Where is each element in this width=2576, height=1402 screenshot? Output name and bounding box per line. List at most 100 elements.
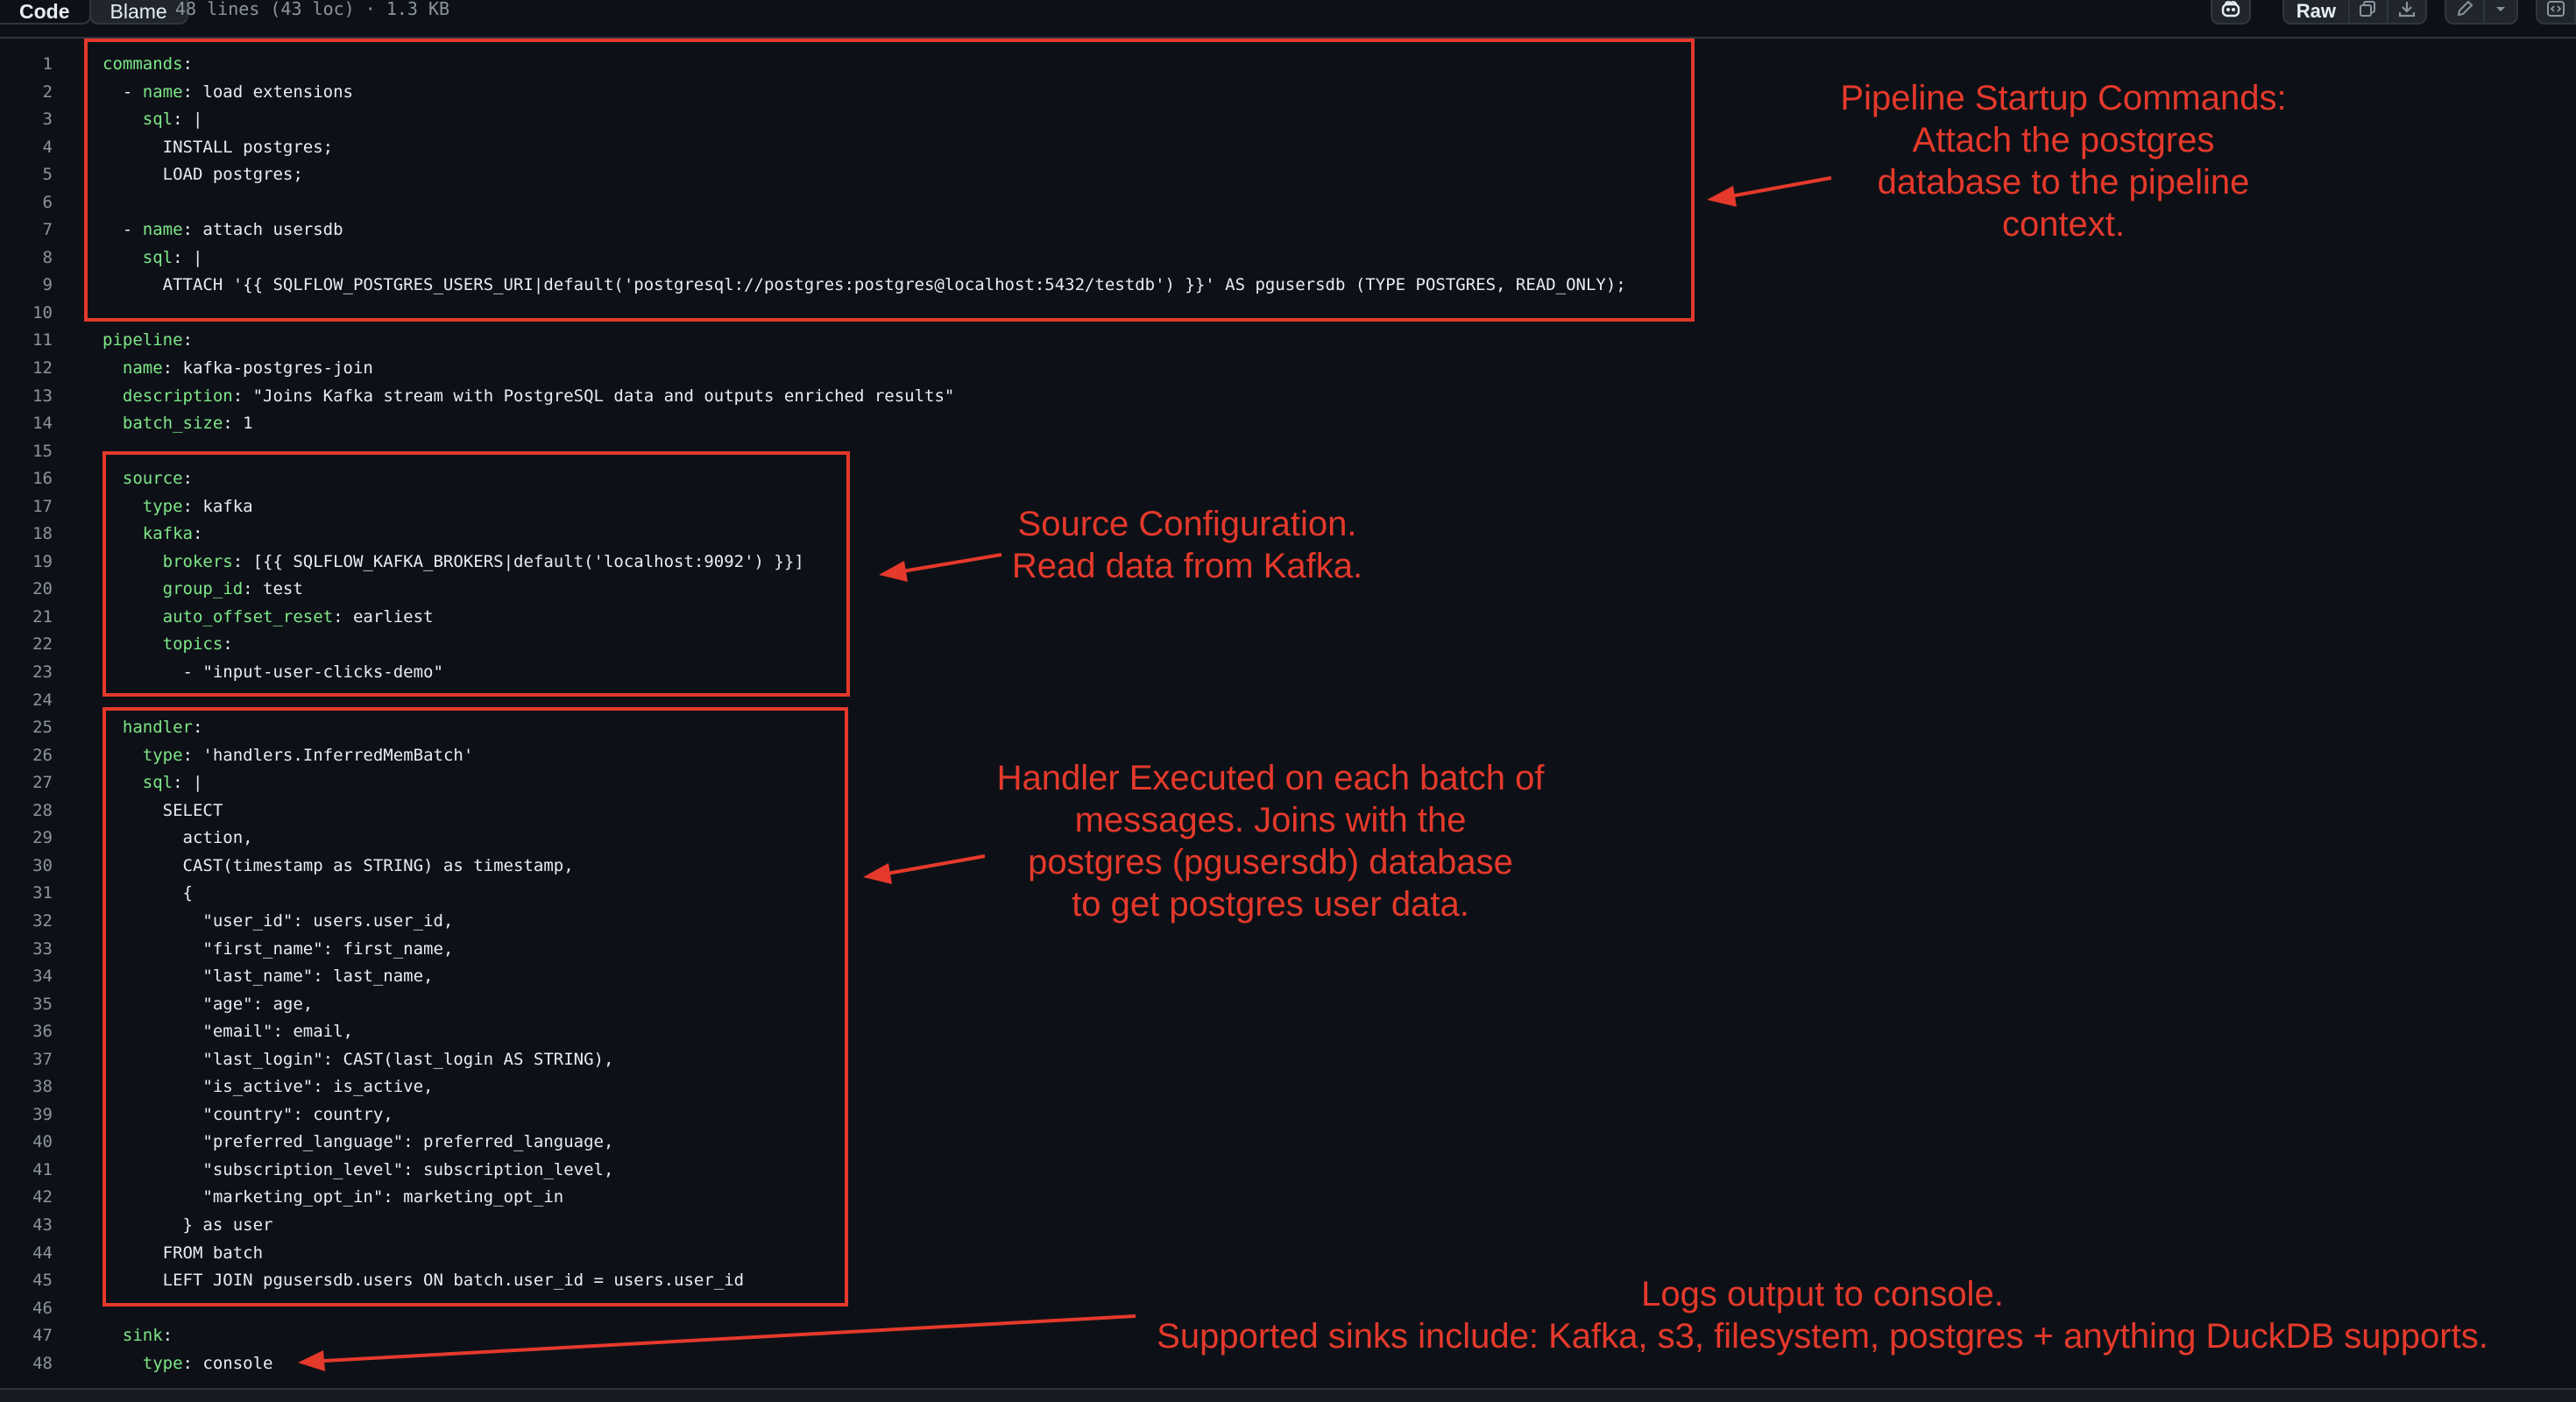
copy-icon[interactable] [2348, 0, 2388, 25]
line-number[interactable]: 35 [32, 994, 53, 1014]
line-number[interactable]: 38 [32, 1077, 53, 1097]
line-number[interactable]: 42 [32, 1187, 53, 1207]
line-number[interactable]: 25 [32, 718, 53, 738]
line-number[interactable]: 10 [32, 302, 53, 322]
line-number[interactable]: 29 [32, 828, 53, 848]
line-number[interactable]: 26 [32, 745, 53, 765]
code-content: "last_name": last_name, [103, 963, 433, 991]
line-number[interactable]: 30 [32, 855, 53, 875]
line-number[interactable]: 32 [32, 910, 53, 931]
pencil-icon[interactable] [2445, 0, 2485, 25]
line-number[interactable]: 9 [42, 275, 53, 295]
code-line: 6 [0, 189, 2576, 217]
line-number[interactable]: 17 [32, 496, 53, 516]
code-text: { [103, 883, 193, 903]
line-number[interactable]: 5 [42, 165, 53, 185]
code-text [103, 358, 123, 378]
code-line: 17 type: kafka [0, 493, 2576, 521]
code-content: sink: [103, 1322, 173, 1350]
code-text: : 'handlers.InferredMemBatch' [182, 745, 474, 765]
line-number[interactable]: 24 [32, 690, 53, 710]
chevron-down-icon[interactable] [2483, 0, 2518, 25]
line-number[interactable]: 28 [32, 800, 53, 820]
line-number[interactable]: 4 [42, 137, 53, 157]
code-line: 40 "preferred_language": preferred_langu… [0, 1129, 2576, 1157]
code-tab[interactable]: Code [0, 0, 91, 25]
yaml-key: kafka [142, 524, 193, 544]
line-number[interactable]: 7 [42, 220, 53, 240]
code-square-icon[interactable] [2536, 0, 2576, 25]
line-number[interactable]: 3 [42, 110, 53, 130]
line-number[interactable]: 1 [42, 54, 53, 74]
code-content: FROM batch [103, 1240, 263, 1268]
line-number[interactable]: 13 [32, 386, 53, 406]
raw-button[interactable]: Raw [2282, 0, 2350, 25]
code-line: 12 name: kafka-postgres-join [0, 355, 2576, 383]
line-number[interactable]: 43 [32, 1214, 53, 1235]
line-number[interactable]: 37 [32, 1049, 53, 1069]
line-number[interactable]: 12 [32, 358, 53, 379]
code-content: kafka: [103, 520, 203, 549]
code-line: 43 } as user [0, 1212, 2576, 1240]
line-number[interactable]: 31 [32, 883, 53, 903]
yaml-key: type [142, 745, 183, 765]
code-line: 14 batch_size: 1 [0, 410, 2576, 438]
line-number[interactable]: 45 [32, 1271, 53, 1291]
line-number[interactable]: 23 [32, 662, 53, 683]
line-number[interactable]: 15 [32, 441, 53, 461]
line-number[interactable]: 33 [32, 938, 53, 959]
code-text: - [103, 81, 143, 102]
commands-annotation: Pipeline Startup Commands: Attach the po… [1840, 79, 2287, 244]
line-number[interactable]: 39 [32, 1104, 53, 1124]
line-number[interactable]: 20 [32, 579, 53, 599]
code-line: 28 SELECT [0, 797, 2576, 825]
code-content: "preferred_language": preferred_language… [103, 1129, 613, 1157]
code-text [103, 1354, 143, 1373]
line-number[interactable]: 11 [32, 330, 53, 350]
line-number[interactable]: 18 [32, 524, 53, 544]
code-text: : [182, 330, 193, 350]
code-line: 45 LEFT JOIN pgusersdb.users ON batch.us… [0, 1267, 2576, 1295]
code-line: 21 auto_offset_reset: earliest [0, 604, 2576, 632]
line-number[interactable]: 19 [32, 551, 53, 571]
code-text: : kafka [182, 496, 253, 516]
code-text: - "input-user-clicks-demo" [103, 662, 443, 683]
code-line: 2 - name: load extensions [0, 79, 2576, 107]
code-text: : console [182, 1353, 273, 1373]
code-text: action, [103, 828, 253, 848]
line-number[interactable]: 47 [32, 1326, 53, 1346]
code-text: } as user [103, 1214, 273, 1235]
line-number[interactable]: 27 [32, 773, 53, 793]
yaml-key: source [122, 469, 183, 489]
line-number[interactable]: 34 [32, 967, 53, 987]
code-content: type: kafka [103, 493, 253, 521]
line-number[interactable]: 6 [42, 192, 53, 212]
line-number[interactable]: 8 [42, 247, 53, 267]
code-text: CAST(timestamp as STRING) as timestamp, [103, 855, 574, 875]
line-number[interactable]: 36 [32, 1022, 53, 1042]
copilot-icon[interactable] [2210, 0, 2251, 25]
code-text [103, 386, 123, 406]
line-number[interactable]: 14 [32, 414, 53, 434]
source-annotation: Source Configuration. Read data from Kaf… [1011, 505, 1363, 585]
line-number[interactable]: 16 [32, 469, 53, 489]
line-number[interactable]: 41 [32, 1159, 53, 1179]
line-number[interactable]: 22 [32, 634, 53, 655]
code-line: 29 action, [0, 825, 2576, 853]
file-info: 48 lines (43 loc) · 1.3 KB [175, 0, 450, 19]
blame-tab[interactable]: Blame [88, 0, 188, 25]
line-number[interactable]: 44 [32, 1243, 53, 1263]
code-line: 35 "age": age, [0, 991, 2576, 1019]
line-number[interactable]: 48 [32, 1353, 53, 1373]
download-icon[interactable] [2387, 0, 2427, 25]
code-text: "marketing_opt_in": marketing_opt_in [103, 1187, 564, 1207]
line-number[interactable]: 21 [32, 606, 53, 627]
line-number[interactable]: 46 [32, 1298, 53, 1318]
code-line: 23 - "input-user-clicks-demo" [0, 659, 2576, 687]
code-text: : test [243, 579, 303, 599]
handler-annotation: Handler Executed on each batch of messag… [996, 759, 1545, 924]
line-number[interactable]: 40 [32, 1132, 53, 1152]
code-text: LOAD postgres; [103, 165, 303, 185]
line-number[interactable]: 2 [42, 81, 53, 102]
